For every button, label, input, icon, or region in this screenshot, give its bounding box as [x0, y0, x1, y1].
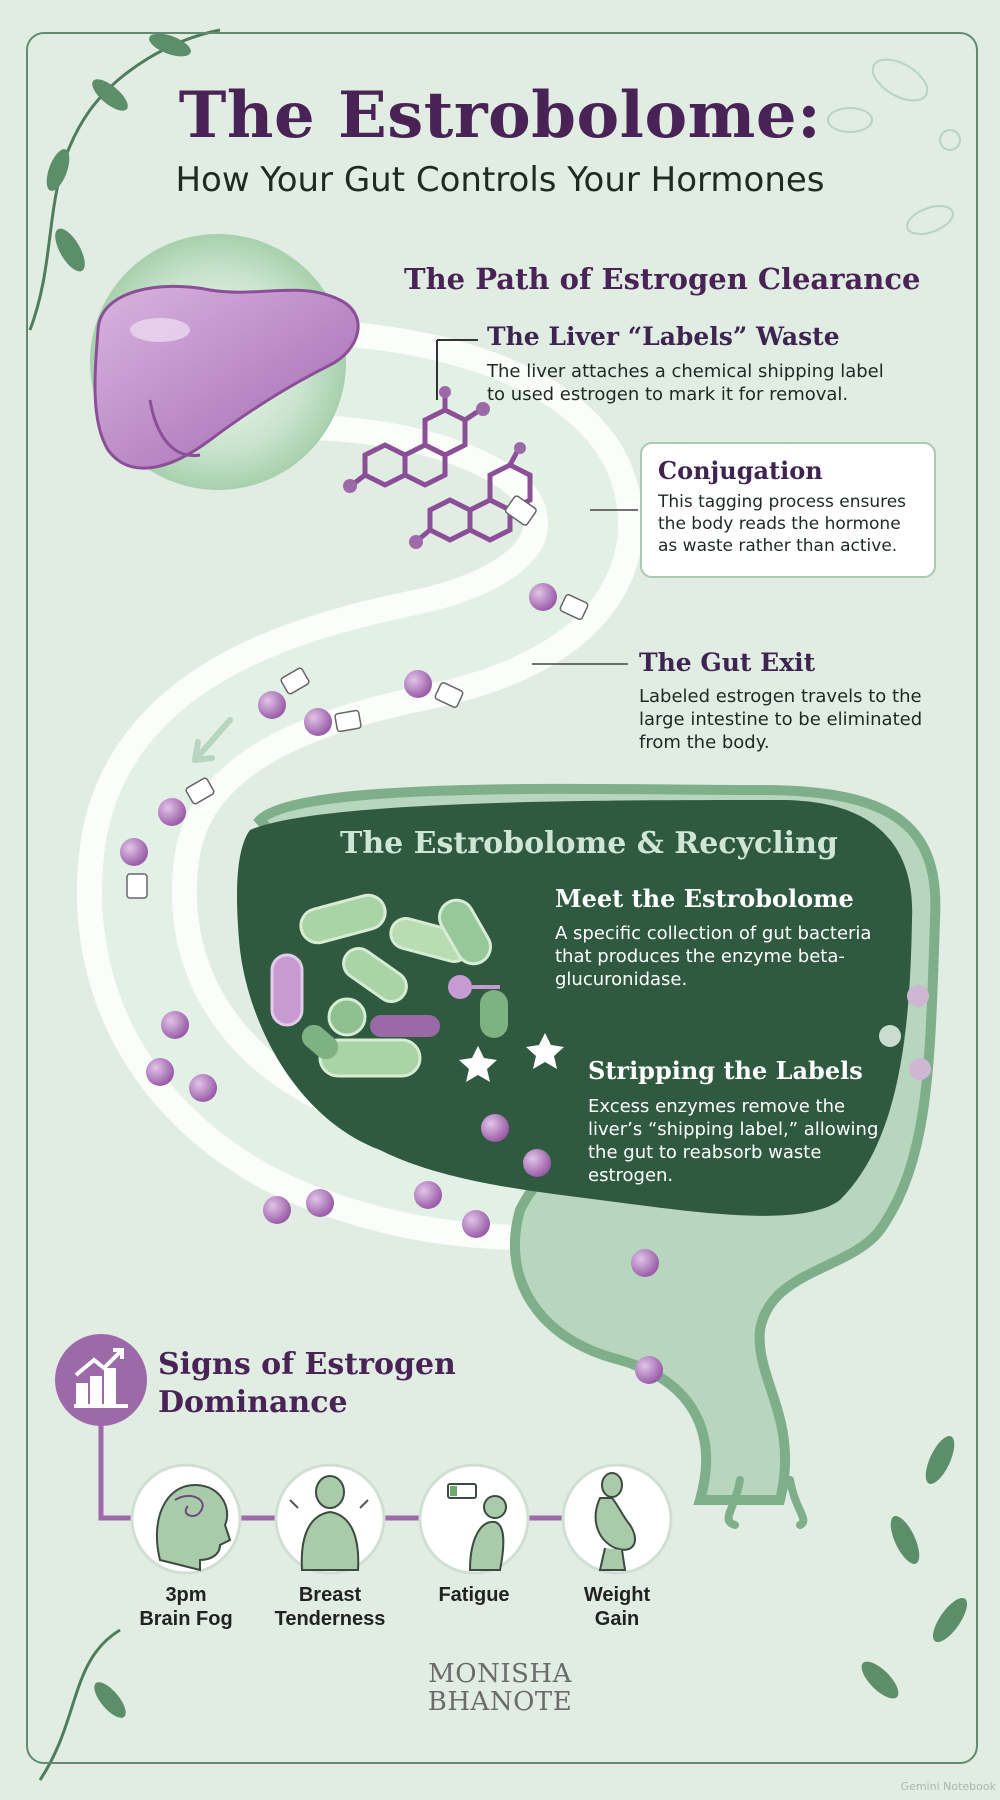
- sign-breast-tenderness-line2: Tenderness: [274, 1608, 386, 1630]
- estrogen-molecule: [350, 395, 482, 488]
- path-section-title: The Path of Estrogen Clearance: [404, 262, 921, 296]
- liver-step-heading: The Liver “Labels” Waste: [487, 322, 840, 351]
- sign-breast-tenderness: Breast Tenderness: [255, 1583, 405, 1631]
- sign-weight-gain-line2: Gain: [594, 1608, 640, 1630]
- brain-fog-icon: [155, 1483, 232, 1572]
- meet-estrobolome-text: A specific collection of gut bacteria th…: [555, 923, 872, 990]
- microbe-pattern-top-right: [827, 58, 961, 235]
- sign-breast-tenderness-line1: Breast: [298, 1584, 362, 1606]
- brand-logo: MONISHA BHANOTE: [380, 1660, 620, 1716]
- estrobolome-panel: [237, 800, 913, 1216]
- sign-weight-gain-line1: Weight: [583, 1584, 651, 1606]
- gut-exit-text: Labeled estrogen travels to the large in…: [639, 686, 923, 753]
- sign-brain-fog-line2: Brain Fog: [139, 1608, 233, 1630]
- gut-exit-heading: The Gut Exit: [639, 648, 816, 677]
- fatigue-icon: [447, 1483, 507, 1571]
- logo-line2: BHANOTE: [427, 1687, 573, 1717]
- recycling-section-title: The Estrobolome & Recycling: [340, 826, 838, 861]
- page-subtitle: How Your Gut Controls Your Hormones: [175, 160, 825, 200]
- sign-brain-fog-line1: 3pm: [165, 1584, 207, 1606]
- meet-estrobolome-heading: Meet the Estrobolome: [555, 884, 854, 913]
- logo-line1: MONISHA: [428, 1659, 572, 1689]
- sign-brain-fog: 3pm Brain Fog: [111, 1583, 261, 1631]
- tagged-estrogen-particles: [120, 583, 589, 899]
- sign-fatigue: Fatigue: [399, 1583, 549, 1607]
- signs-section-title: Signs of Estrogen Dominance: [158, 1347, 456, 1420]
- leaf-decorations: [46, 33, 968, 1718]
- weight-gain-icon: [594, 1472, 636, 1571]
- chart-trend-icon: [74, 1348, 128, 1408]
- conjugation-heading: Conjugation: [658, 456, 823, 485]
- page-border: [26, 32, 978, 1764]
- gut-bacteria-cluster: [270, 893, 564, 1082]
- page-title: The Estrobolome:: [178, 78, 822, 153]
- liver-step-text: The liver attaches a chemical shipping l…: [487, 361, 884, 405]
- sign-weight-gain: Weight Gain: [542, 1583, 692, 1631]
- breast-tenderness-icon: [289, 1475, 369, 1571]
- stripping-labels-heading: Stripping the Labels: [588, 1056, 863, 1085]
- sign-fatigue-line1: Fatigue: [438, 1584, 510, 1606]
- watermark: Gemini Notebook: [900, 1780, 996, 1793]
- conjugation-callout: Conjugation This tagging process ensures…: [640, 442, 936, 578]
- conjugation-text: This tagging process ensures the body re…: [658, 492, 907, 556]
- stripping-labels-text: Excess enzymes remove the liver’s “shipp…: [588, 1096, 879, 1186]
- free-estrogen-particles: [146, 985, 931, 1384]
